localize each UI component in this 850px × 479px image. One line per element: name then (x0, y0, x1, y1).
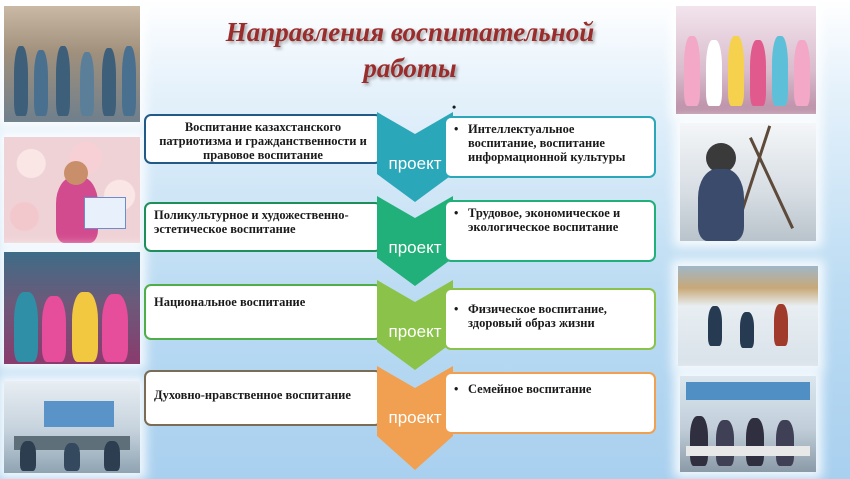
direction-right-1-text: Интеллектуальное воспитание, воспитание … (468, 122, 626, 164)
photo-hockey-rink (678, 266, 818, 366)
direction-right-2-text: Трудовое, экономическое и экологическое … (468, 206, 621, 234)
direction-2-text: Поликультурное и художественно-эстетичес… (154, 208, 349, 236)
slide-title: Направления воспитательной работы (190, 14, 630, 86)
bullet-3: • (454, 302, 459, 316)
project-label-4: проект (388, 408, 442, 427)
stray-bullet: • (452, 100, 457, 114)
bullet-2: • (454, 206, 459, 220)
direction-3-text: Национальное воспитание (154, 295, 306, 309)
direction-box-3: Национальное воспитание (144, 284, 382, 340)
direction-box-2: Поликультурное и художественно-эстетичес… (144, 202, 382, 252)
project-chevron-1: проект (377, 112, 453, 202)
direction-1-text: Воспитание казахстанского патриотизма и … (159, 120, 367, 162)
direction-box-right-1: • Интеллектуальное воспитание, воспитани… (444, 116, 656, 178)
bullet-4: • (454, 382, 459, 396)
photo-stage-performance (676, 6, 816, 114)
photo-girl-award (4, 137, 140, 243)
photo-classroom (4, 381, 140, 473)
direction-box-right-2: • Трудовое, экономическое и экологическо… (444, 200, 656, 262)
bullet-1: • (454, 122, 459, 136)
title-line-1: Направления воспитательной (225, 17, 595, 47)
photo-winter-birdhouse (680, 123, 816, 241)
project-label-2: проект (388, 238, 442, 257)
project-chevron-2: проект (377, 196, 453, 286)
direction-box-1: Воспитание казахстанского патриотизма и … (144, 114, 382, 164)
direction-4-text: Духовно-нравственное воспитание (154, 388, 351, 402)
photo-parade (4, 6, 140, 122)
project-chevron-3: проект (377, 280, 453, 370)
title-line-2: работы (363, 53, 457, 83)
direction-box-4: Духовно-нравственное воспитание (144, 370, 382, 426)
direction-right-4-text: Семейное воспитание (468, 382, 592, 396)
direction-box-right-4: • Семейное воспитание (444, 372, 656, 434)
project-label-3: проект (388, 322, 442, 341)
project-chevron-4: проект (377, 366, 453, 470)
project-label-1: проект (388, 154, 442, 173)
direction-box-right-3: • Физическое воспитание, здоровый образ … (444, 288, 656, 350)
photo-national-costumes (4, 252, 140, 364)
direction-right-3-text: Физическое воспитание, здоровый образ жи… (468, 302, 607, 330)
photo-family-meeting (680, 376, 816, 472)
